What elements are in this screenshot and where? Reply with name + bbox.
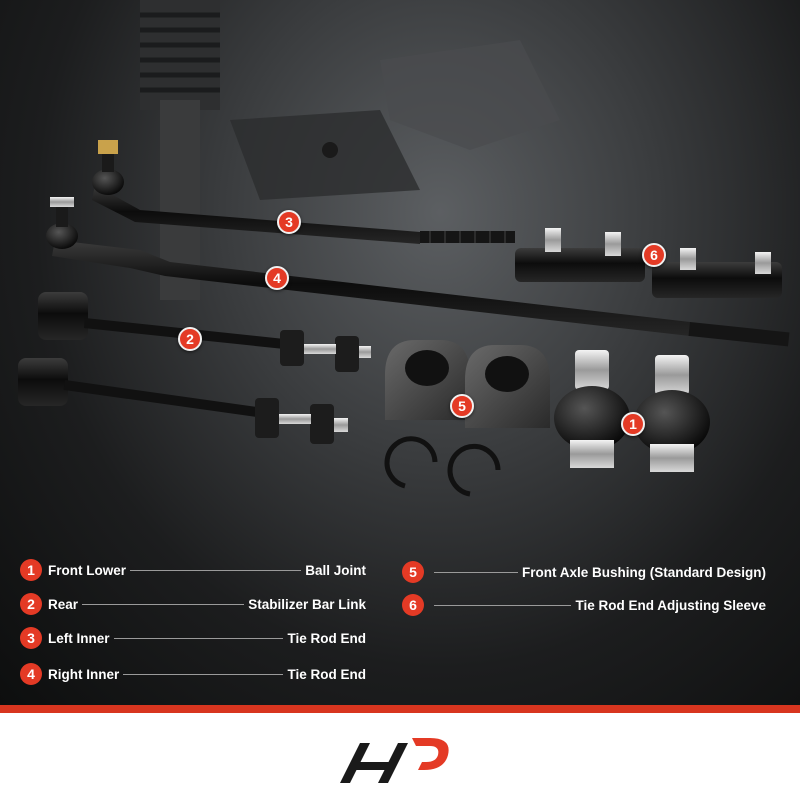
adjusting-sleeves — [515, 228, 782, 298]
legend-leader-line — [434, 604, 572, 606]
legend-number: 4 — [20, 663, 42, 685]
tie-rod-left-inner — [92, 140, 515, 244]
callout-badge-3: 3 — [277, 210, 301, 234]
legend-item-2: 2 Rear Stabilizer Bar Link — [20, 592, 366, 616]
callout-badge-2: 2 — [178, 327, 202, 351]
legend-number: 6 — [402, 594, 424, 616]
legend-label-right: Tie Rod End Adjusting Sleeve — [575, 597, 766, 613]
legend-leader-line — [123, 673, 284, 675]
bg-boot-ribs — [140, 12, 220, 93]
callout-badge-6: 6 — [642, 243, 666, 267]
callout-badge-4: 4 — [265, 266, 289, 290]
legend-label-left: Left Inner — [48, 630, 110, 646]
legend-label-left: Right Inner — [48, 666, 120, 682]
legend-label-left: Rear — [48, 596, 79, 612]
legend-number: 1 — [20, 559, 42, 581]
brand-logo-icon — [330, 728, 460, 788]
legend-label-right: Tie Rod End — [287, 630, 366, 646]
callout-badge-1: 1 — [621, 412, 645, 436]
legend-number: 5 — [402, 561, 424, 583]
ball-joints — [554, 350, 710, 472]
parts-photo: 3 4 2 6 5 1 1 Front Lower Ball Joint 2 R… — [0, 0, 800, 708]
accent-divider — [0, 705, 800, 713]
legend-label-right: Stabilizer Bar Link — [248, 596, 366, 612]
legend-label-right: Tie Rod End — [287, 666, 366, 682]
legend-item-3: 3 Left Inner Tie Rod End — [20, 626, 366, 650]
legend-label-right: Ball Joint — [305, 562, 366, 578]
legend-number: 3 — [20, 627, 42, 649]
legend-leader-line — [130, 569, 302, 571]
snap-rings — [384, 436, 501, 497]
legend-number: 2 — [20, 593, 42, 615]
legend-leader-line — [82, 603, 245, 605]
legend-item-5: 5 Front Axle Bushing (Standard Design) — [402, 560, 766, 584]
legend-leader-line — [113, 637, 284, 639]
axle-bushings — [385, 340, 550, 428]
legend-item-6: 6 Tie Rod End Adjusting Sleeve — [402, 593, 766, 617]
parts-illustration — [18, 0, 790, 497]
legend-item-4: 4 Right Inner Tie Rod End — [20, 662, 366, 686]
bg-bolt-hole — [322, 142, 338, 158]
bg-bracket — [380, 40, 560, 150]
legend-label-left: Front Lower — [48, 562, 126, 578]
legend-label-right: Front Axle Bushing (Standard Design) — [521, 564, 766, 580]
legend-leader-line — [434, 571, 518, 573]
callout-badge-5: 5 — [450, 394, 474, 418]
tie-rod-right-inner — [46, 197, 790, 347]
legend-item-1: 1 Front Lower Ball Joint — [20, 558, 366, 582]
stabilizer-links — [18, 292, 371, 444]
